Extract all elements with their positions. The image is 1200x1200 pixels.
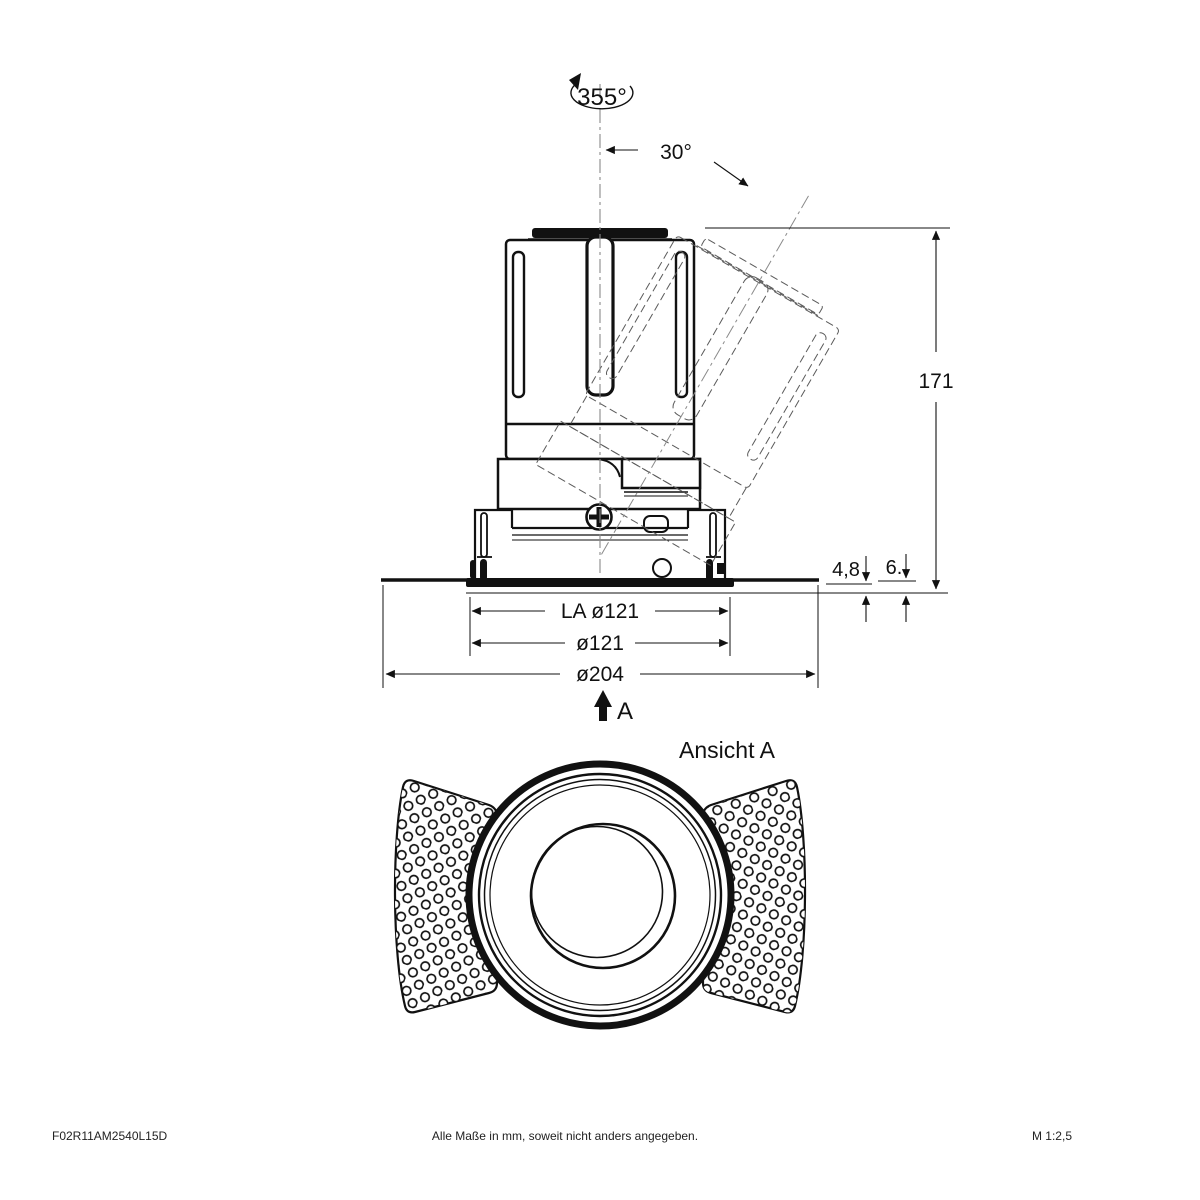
view-title: Ansicht A: [679, 737, 776, 763]
outer-dim-label: ø204: [576, 663, 624, 686]
view-arrow-label: A: [617, 698, 633, 725]
tilted-centerline: [599, 195, 809, 558]
rotation-arrowhead-icon: [569, 73, 581, 90]
trim-plate: [466, 578, 734, 587]
footer-note: Alle Maße in mm, soweit nicht anders ang…: [432, 1129, 698, 1143]
front-view: [393, 760, 807, 1030]
plaster-wing-right: [701, 779, 807, 1014]
plaster-wing-left: [393, 779, 499, 1014]
footer-article-code: F02R11AM2540L15D: [52, 1129, 168, 1143]
clip-tab: [643, 515, 669, 533]
phillips-screw: [585, 503, 613, 531]
cutout-dim-label: LA ø121: [561, 600, 639, 623]
recess-depth-2-label: 6.: [886, 557, 903, 579]
rotation-angle-label: 355°: [577, 84, 627, 111]
tilt-angle-label: 30°: [660, 141, 692, 164]
tilt-arrow-right: [713, 161, 749, 187]
spring-pin-left: [480, 512, 488, 558]
view-direction-arrow-icon: [594, 690, 612, 707]
side-view-luminaire: [381, 228, 948, 594]
tilted-ghost-body: [534, 195, 839, 567]
rotation-arc: [570, 83, 634, 110]
fin-groove-right: [674, 250, 689, 399]
trim-rings: [465, 760, 735, 1030]
dimensions: [382, 73, 950, 721]
inner-dim-label: ø121: [576, 632, 624, 655]
mounting-bracket: [470, 508, 727, 581]
footer-scale: M 1:2,5: [1032, 1129, 1072, 1143]
height-dim-label: 171: [918, 370, 953, 393]
bracket-hole: [652, 558, 672, 578]
fin-groove-left: [511, 250, 526, 399]
housing-cap: [532, 228, 668, 238]
footer: F02R11AM2540L15D Alle Maße in mm, soweit…: [52, 1129, 1072, 1143]
spring-pin-right: [709, 512, 717, 558]
recess-depth-1-label: 4,8: [832, 559, 860, 581]
